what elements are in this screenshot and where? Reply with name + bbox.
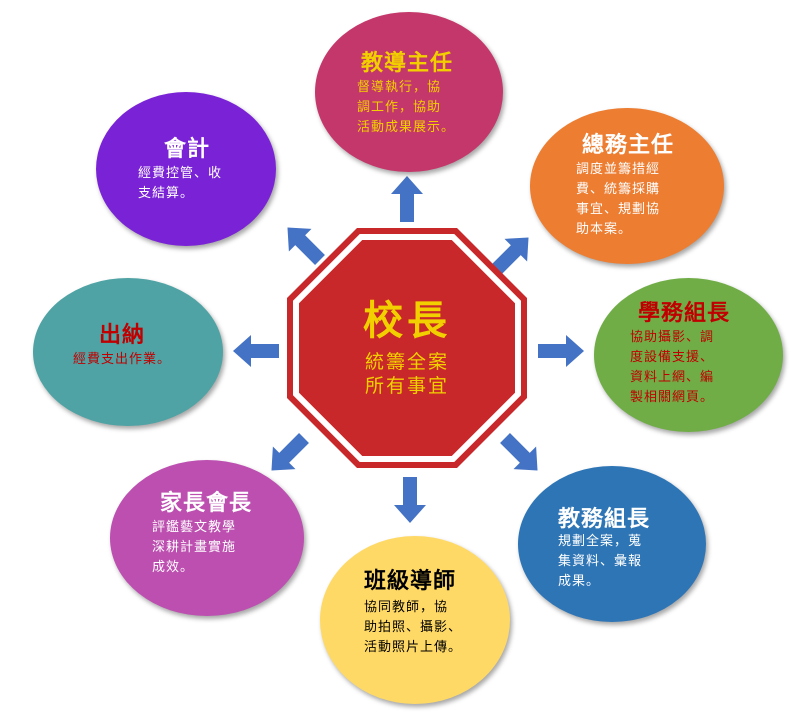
arrow-1 xyxy=(491,237,529,275)
role-desc: 協助攝影、調 度設備支援、 資料上網、編 製相關網頁。 xyxy=(630,330,715,405)
role-title: 會計 xyxy=(164,136,211,162)
role-node-zongwu: 總務主任 調度並籌措經 費、統籌採購 事宜、規劃協 助本案。 xyxy=(530,108,724,264)
arrow-5 xyxy=(271,433,309,471)
role-desc: 經費支出作業。 xyxy=(73,352,172,367)
role-desc: 調度並籌措經 費、統籌採購 事宜、規劃協 助本案。 xyxy=(576,162,661,237)
role-desc: 協同教師，協 助拍照、攝影、 活動照片上傳。 xyxy=(364,600,463,655)
arrow-3 xyxy=(500,433,538,471)
role-desc: 評鑑藝文教學 深耕計畫實施 成效。 xyxy=(152,520,237,575)
role-desc: 督導執行，協 調工作，協助 活動成果展示。 xyxy=(357,80,456,135)
arrow-6 xyxy=(233,335,279,367)
arrow-7 xyxy=(287,227,325,265)
role-title: 學務組長 xyxy=(638,300,731,326)
role-node-xuewu: 學務組長 協助攝影、調 度設備支援、 資料上網、編 製相關網頁。 xyxy=(594,278,783,432)
arrow-0 xyxy=(391,176,423,222)
role-node-banji: 班級導師 協同教師，協 助拍照、攝影、 活動照片上傳。 xyxy=(320,536,510,704)
role-node-jiaodao: 教導主任 督導執行，協 調工作，協助 活動成果展示。 xyxy=(315,12,503,172)
arrow-4 xyxy=(394,477,426,523)
role-node-jiaowu: 教務組長 規劃全案，蒐 集資料、彙報 成果。 xyxy=(518,466,706,622)
role-title: 總務主任 xyxy=(582,132,675,158)
principal-desc: 統籌全案 所有事宜 xyxy=(364,351,449,397)
role-node-chuna: 出納 經費支出作業。 xyxy=(33,278,223,426)
role-node-jiazhang: 家長會長 評鑑藝文教學 深耕計畫實施 成效。 xyxy=(110,460,304,616)
role-title: 家長會長 xyxy=(160,490,253,516)
role-title: 教導主任 xyxy=(361,50,454,76)
role-title: 教務組長 xyxy=(558,506,651,532)
role-desc: 經費控管、收 支結算。 xyxy=(138,166,223,201)
role-node-kuaiji: 會計 經費控管、收 支結算。 xyxy=(96,92,276,246)
role-title: 出納 xyxy=(99,322,146,348)
principal-node: 校長 統籌全案 所有事宜 xyxy=(287,228,527,468)
principal-title: 校長 xyxy=(363,297,451,344)
octagon-shape xyxy=(287,228,527,468)
role-desc: 規劃全案，蒐 集資料、彙報 成果。 xyxy=(558,534,643,589)
role-title: 班級導師 xyxy=(364,568,457,594)
arrow-2 xyxy=(538,335,584,367)
